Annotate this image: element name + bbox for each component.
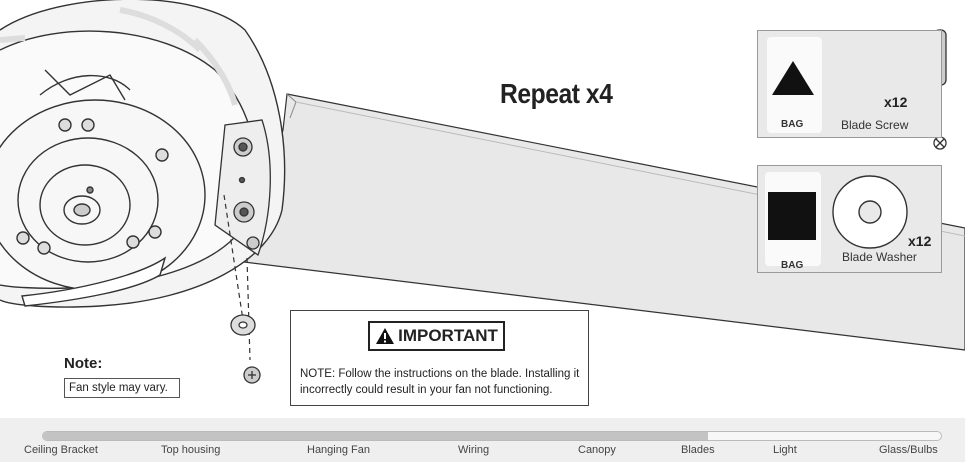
bag-label: BAG: [781, 260, 804, 271]
washer-icon: [832, 175, 908, 249]
square-symbol-icon: [768, 192, 816, 240]
triangle-symbol-icon: [772, 61, 814, 95]
step-hanging-fan: Hanging Fan: [307, 444, 370, 456]
important-text: NOTE: Follow the instructions on the bla…: [300, 368, 580, 396]
assembly-guide-lines: [223, 194, 251, 361]
motor-housing: [0, 0, 286, 308]
step-canopy: Canopy: [578, 444, 616, 456]
step-blades: Blades: [681, 444, 715, 456]
part-quantity: x12: [884, 94, 908, 110]
blade-bracket: [214, 119, 271, 257]
note-text: Fan style may vary.: [64, 378, 180, 398]
note-heading: Note:: [64, 355, 103, 372]
step-glass-bulbs: Glass/Bulbs: [879, 444, 938, 456]
hardware-panel-blade-screw: BAG x12 Blade Screw: [757, 30, 942, 138]
warning-icon: [376, 328, 395, 344]
progress-bar-fill: [43, 432, 708, 440]
hardware-panel-blade-washer: BAG x12 Blade Washer: [757, 165, 942, 273]
important-label: IMPORTANT: [398, 326, 498, 345]
part-name: Blade Washer: [842, 250, 917, 264]
step-ceiling-bracket: Ceiling Bracket: [24, 444, 98, 456]
part-name: Blade Screw: [841, 118, 909, 132]
bag-label: BAG: [781, 119, 804, 130]
progress-bar: [42, 431, 942, 441]
important-badge: IMPORTANT: [368, 321, 505, 351]
part-quantity: x12: [908, 233, 932, 249]
exploded-washer-and-screw: [230, 314, 261, 384]
step-light: Light: [773, 444, 797, 456]
step-top-housing: Top housing: [161, 444, 221, 456]
step-wiring: Wiring: [458, 444, 490, 456]
repeat-heading: Repeat x4: [500, 78, 613, 109]
